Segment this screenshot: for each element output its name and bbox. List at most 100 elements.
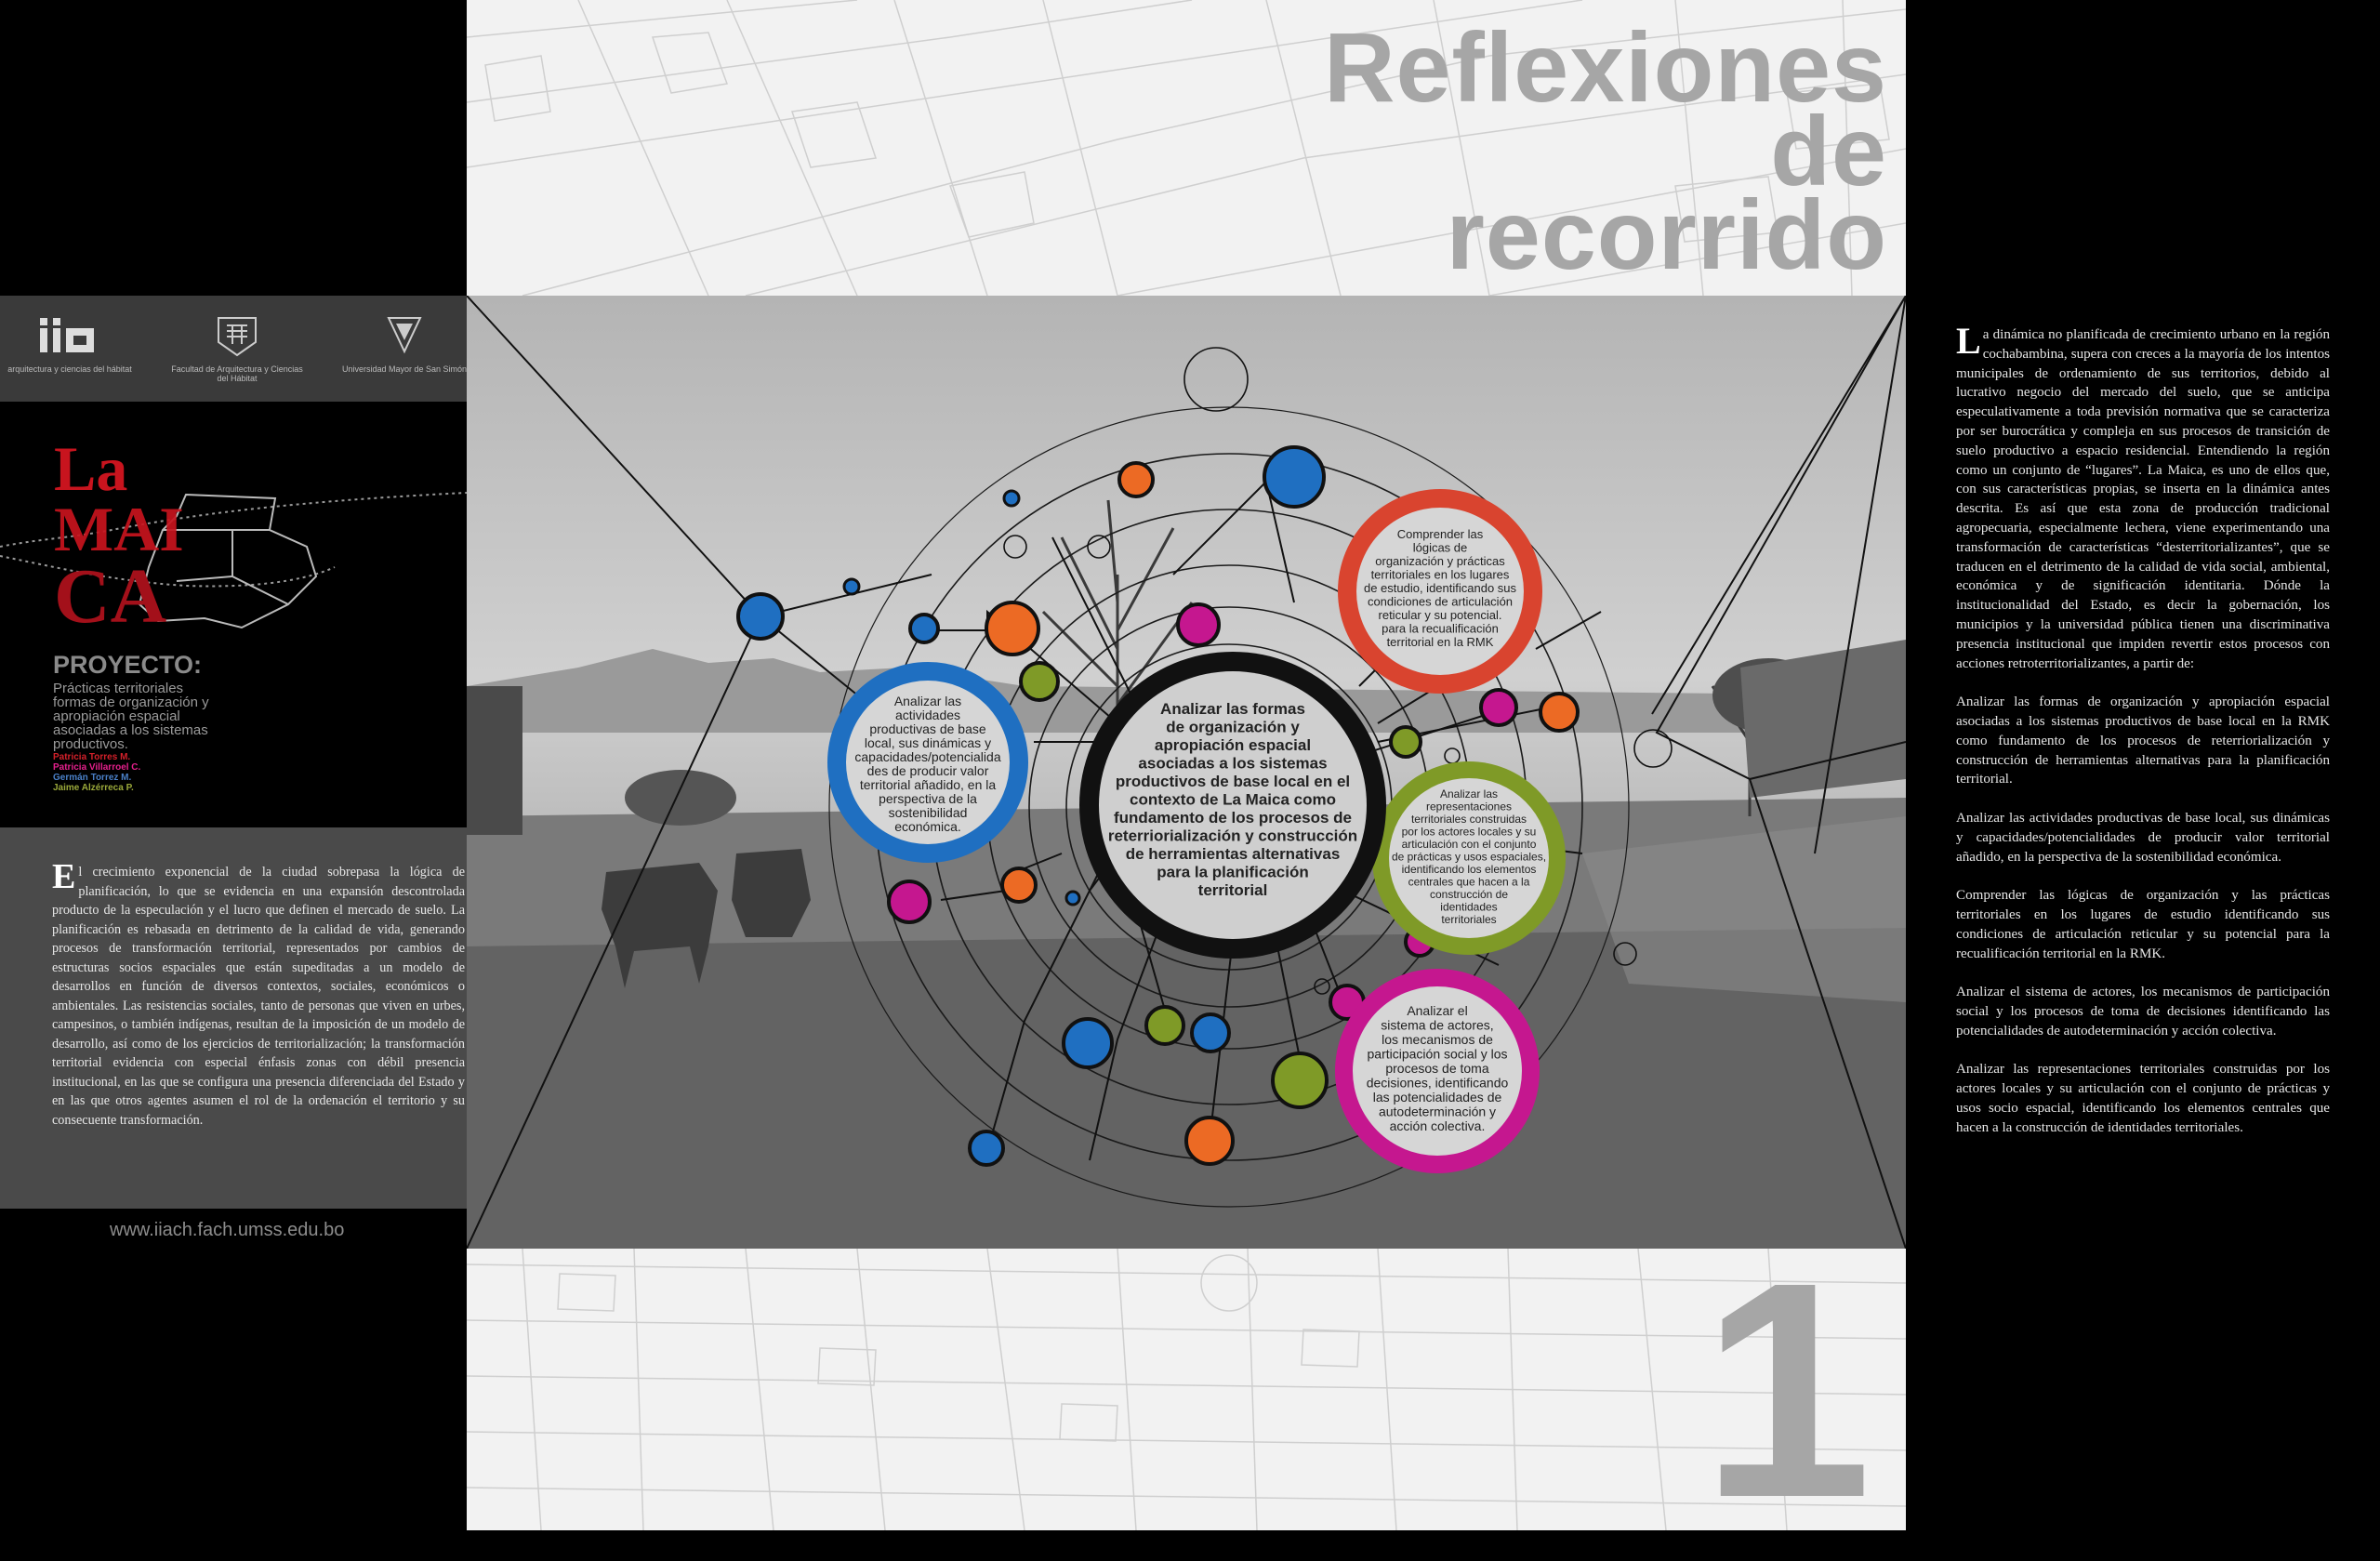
project-description-text: Prácticas territoriales formas de organi…	[53, 681, 209, 752]
bubble-text-line: Comprender las	[1397, 527, 1484, 541]
bubble-text-line: sistema de actores,	[1381, 1018, 1493, 1033]
bubble-text-line: representaciones	[1426, 800, 1512, 814]
bubble-text-line: de estudio, identificando sus	[1364, 581, 1517, 595]
bubble-text-line: productivos de base local en el	[1116, 773, 1350, 790]
page-title: Reflexiones de recorrido	[1323, 13, 1887, 290]
bubble-text-line: de prácticas y usos espaciales,	[1392, 851, 1546, 864]
bubble-text-line: territoriales construidas	[1411, 813, 1527, 826]
bubble-text-line: organización y prácticas	[1375, 554, 1505, 568]
bubble-text-line: territorial añadido, en la	[860, 777, 997, 792]
author-3: Germán Torrez M.	[53, 773, 132, 783]
right-paragraph-1-text: a dinámica no planificada de crecimiento…	[1956, 327, 2330, 671]
intro-body: l crecimiento exponencial de la ciudad s…	[52, 865, 465, 1128]
hollow-nodes	[1003, 347, 1673, 995]
website-link[interactable]: www.iiach.fach.umss.edu.bo	[110, 1220, 345, 1240]
right-column	[1906, 0, 2380, 1530]
bubble-text-line: territorial	[1198, 881, 1268, 899]
la-maica-map-outline	[0, 492, 467, 629]
page-number: 1	[1701, 1218, 1872, 1561]
bubble-text-line: condiciones de articulación	[1368, 595, 1513, 609]
title-mai: MAI	[54, 494, 184, 564]
bubble-text-line: de herramientas alternativas	[1126, 845, 1341, 863]
bubble-text-line: sostenibilidad	[889, 805, 968, 820]
bubble-text-line: por los actores locales y su	[1402, 826, 1537, 839]
bubble-text-line: participación social y los	[1368, 1047, 1508, 1062]
bubble-text-line: identificando los elementos	[1402, 863, 1537, 876]
bubble-text-line: Analizar el	[1407, 1003, 1467, 1018]
bubble-text-line: de organización y	[1166, 719, 1300, 736]
bubble-text-line: perspectiva de la	[879, 791, 977, 806]
left-column	[0, 0, 467, 1530]
right-dropcap: L	[1956, 320, 1981, 362]
bubble-text-line: Analizar las	[894, 694, 961, 708]
bubble-text-line: articulación con el conjunto	[1402, 838, 1537, 851]
faculty-logo: Facultad de Arquitectura y Ciencias del …	[167, 314, 307, 383]
title-la: La	[54, 433, 128, 504]
iia-logo-icon	[40, 318, 94, 352]
bubble-text-line: Analizar las	[1440, 787, 1498, 800]
bubble-text-line: decisiones, identificando	[1367, 1076, 1509, 1091]
bubble-text-line: los mecanismos de	[1382, 1032, 1493, 1047]
right-paragraph-5: Analizar el sistema de actores, los meca…	[1956, 985, 2330, 1038]
bubble-text-line: las potencialidades de	[1373, 1090, 1502, 1105]
university-emblem-icon	[387, 317, 422, 354]
project-label: PROYECTO:	[53, 651, 203, 679]
bubble-text-line: reterriorialización y construcción	[1108, 827, 1357, 845]
faculty-shield-icon	[218, 317, 257, 357]
bubble-text-line: procesos de toma	[1385, 1061, 1488, 1076]
iia-logo: arquitectura y ciencias del hábitat	[0, 314, 139, 374]
right-paragraph-4: Comprender las lógicas de organización y…	[1956, 888, 2330, 961]
bubble-text-line: local, sus dinámicas y	[865, 735, 991, 750]
bubble-text-line: capacidades/potencialida	[854, 749, 1000, 764]
street-map-background	[467, 0, 1906, 1530]
authors-list: Patricia Torres M. Patricia Villarroel C…	[53, 752, 220, 793]
small-nodes	[736, 445, 1580, 1167]
logo-band: arquitectura y ciencias del hábitat Facu…	[0, 296, 467, 402]
iia-logo-caption: arquitectura y ciencias del hábitat	[7, 364, 132, 374]
bubble-text-line: centrales que hacen a la	[1408, 876, 1530, 889]
bubble-text-line: identidades	[1440, 901, 1497, 914]
intro-dropcap: E	[52, 857, 76, 896]
title-line-2: de	[1770, 97, 1887, 206]
bubble-text-line: para la planificación	[1157, 864, 1308, 881]
bubble-text-line: económica.	[894, 819, 961, 834]
bubble-text-line: territoriales en los lugares	[1371, 568, 1510, 582]
bubble-text-line: reticular y su potencial.	[1379, 608, 1502, 622]
bubble-text-line: territorial en la RMK	[1387, 635, 1494, 649]
faculty-logo-caption: Facultad de Arquitectura y Ciencias del …	[171, 364, 303, 383]
bubble-text-line: Analizar las formas	[1160, 700, 1305, 718]
bubble-text-line: apropiación espacial	[1155, 736, 1311, 754]
author-1: Patricia Torres M.	[53, 752, 131, 762]
bubble-text-line: fundamento de los procesos de	[1114, 809, 1352, 827]
right-paragraph-2: Analizar las formas de organización y ap…	[1956, 695, 2330, 787]
bubble-text-line: actividades	[895, 708, 960, 722]
bubble-text-line: acción colectiva.	[1390, 1118, 1486, 1133]
right-paragraph-6: Analizar las representaciones territoria…	[1956, 1062, 2330, 1135]
title-line-1: Reflexiones	[1323, 13, 1887, 123]
title-line-3: recorrido	[1446, 180, 1887, 290]
bubble-text-line: construcción de	[1430, 888, 1508, 901]
author-4: Jaime Alzérreca P.	[53, 783, 134, 793]
bubble-text-line: territoriales	[1441, 913, 1496, 926]
bubble-text-line: para la recualificación	[1382, 622, 1499, 636]
ground-foreground	[467, 928, 1906, 1249]
right-paragraph-3: Analizar las actividades productivas de …	[1956, 810, 2330, 865]
title-ca: CA	[54, 553, 167, 640]
bubble-text-line: productivas de base	[869, 721, 986, 736]
author-2: Patricia Villarroel C.	[53, 762, 141, 773]
